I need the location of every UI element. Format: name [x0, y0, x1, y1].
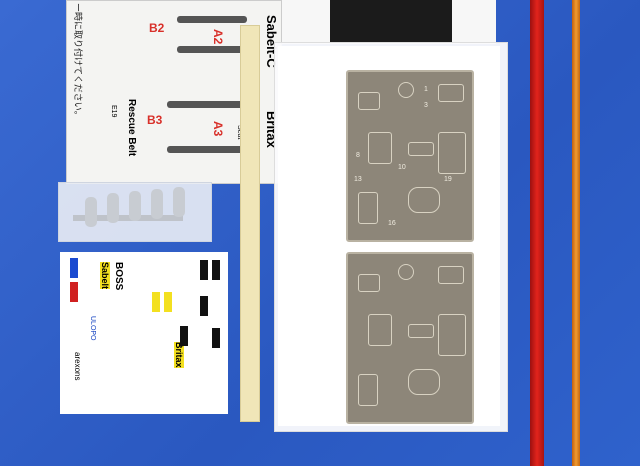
- label-a3: A3: [211, 121, 225, 137]
- part-number: 19: [444, 176, 452, 183]
- etched-part: [358, 92, 380, 110]
- decal: [70, 258, 78, 278]
- dark-fret-sheet: [330, 0, 452, 42]
- resin-part: [173, 187, 185, 217]
- japanese-note: ー時に取り付けてください。: [73, 3, 83, 120]
- red-belt-strap: [530, 0, 544, 466]
- decal: [212, 328, 220, 348]
- strip-sheet: [240, 25, 260, 422]
- photo-etch-fret: 1 3 8 10 13 16 19: [346, 70, 474, 242]
- decal-ulopo: ULOPO: [89, 316, 96, 341]
- part-number: 3: [424, 102, 428, 109]
- etched-part: [368, 132, 392, 164]
- decal-boss: BOSS: [113, 262, 124, 291]
- etched-part: [368, 314, 392, 346]
- resin-parts-bag: [58, 182, 212, 242]
- resin-part: [151, 189, 163, 219]
- resin-part: [107, 193, 119, 223]
- part-number: 13: [354, 176, 362, 183]
- decal: [164, 292, 172, 312]
- sprue: [73, 215, 183, 221]
- etched-part: [358, 374, 378, 406]
- etched-part: [408, 369, 440, 395]
- part-number: 1: [424, 86, 428, 93]
- decal: [212, 260, 220, 280]
- decal-sabelt: Sabelt: [100, 262, 110, 290]
- part-number: 8: [356, 152, 360, 159]
- decal-arexons: arexons: [73, 352, 82, 381]
- photo-etch-fret: [346, 252, 474, 424]
- decal: [152, 292, 160, 312]
- orange-belt-strap: [572, 0, 580, 466]
- etched-part: [438, 266, 464, 284]
- resin-part: [85, 197, 97, 227]
- etched-part: [358, 274, 380, 292]
- etched-part: [398, 82, 414, 98]
- etched-part: [438, 132, 466, 174]
- label-a2: A2: [211, 29, 225, 45]
- part-code: E19: [110, 105, 117, 118]
- belt-drawing: [177, 16, 247, 23]
- etched-part: [358, 192, 378, 224]
- label-b3: B3: [147, 113, 163, 127]
- decal: [70, 282, 78, 302]
- belt-drawing: [167, 101, 247, 108]
- decal-sheet: BOSS Sabelt Britax arexons ULOPO: [60, 252, 228, 414]
- decal: [200, 296, 208, 316]
- label-b2: B2: [149, 21, 165, 35]
- etched-part: [408, 187, 440, 213]
- etched-part: [438, 84, 464, 102]
- belt-drawing: [177, 46, 247, 53]
- etched-part: [438, 314, 466, 356]
- part-number: 16: [388, 220, 396, 227]
- etched-part: [408, 142, 434, 156]
- rescue-belt-label: Rescue Belt: [126, 99, 137, 157]
- etched-part: [408, 324, 434, 338]
- decal: [180, 326, 188, 346]
- resin-part: [129, 191, 141, 221]
- etched-part: [398, 264, 414, 280]
- part-number: 10: [398, 164, 406, 171]
- decal: [200, 260, 208, 280]
- belt-drawing: [167, 146, 247, 153]
